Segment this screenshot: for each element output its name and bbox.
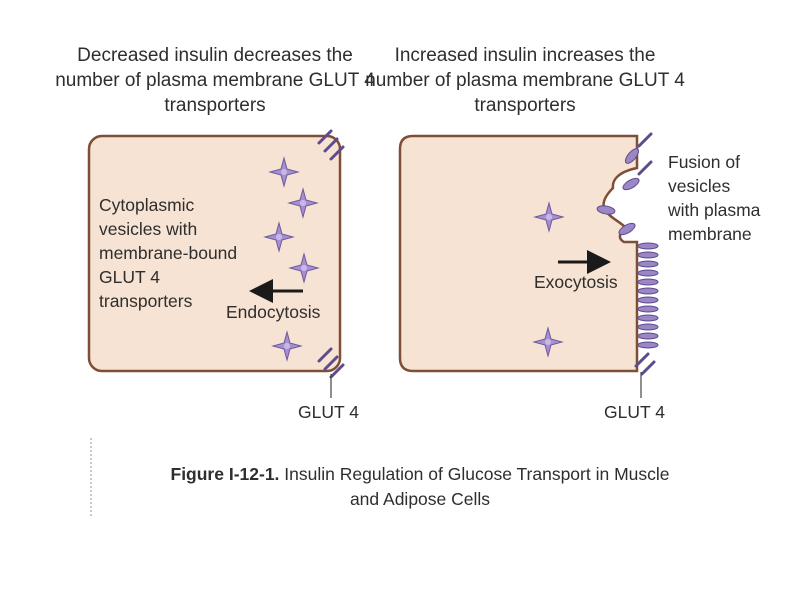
cyto-label-line: vesicles with: [99, 219, 198, 239]
right-membrane-transporters: [634, 242, 659, 376]
left-glut4-label: GLUT 4: [298, 402, 359, 422]
dotted-margin-line: [90, 438, 92, 516]
cyto-label-line: membrane-bound: [99, 243, 238, 263]
right-cell: [398, 134, 639, 373]
fusion-label-line: Fusion of: [668, 152, 740, 172]
left-panel-heading: Decreased insulin decreases the number o…: [55, 45, 375, 116]
figure-number: Figure I-12-1.: [170, 464, 280, 484]
fusion-label: Fusion of vesicles with plasma membrane: [668, 150, 798, 246]
cyto-label-line: Cytoplasmic: [99, 195, 195, 215]
figure-caption: Figure I-12-1. Insulin Regulation of Glu…: [160, 462, 680, 512]
cytoplasmic-vesicles-label: Cytoplasmic vesicles with membrane-bound…: [99, 193, 289, 313]
figure-caption-text: Insulin Regulation of Glucose Transport …: [284, 464, 670, 509]
exocytosis-label: Exocytosis: [534, 272, 618, 292]
fusion-label-line: vesicles: [668, 176, 731, 196]
fusion-label-line: with plasma: [668, 200, 761, 220]
fusion-label-line: membrane: [668, 224, 752, 244]
right-panel-heading: Increased insulin increases the number o…: [365, 45, 685, 116]
left-cell: [87, 134, 342, 373]
right-glut4-label: GLUT 4: [604, 402, 665, 422]
endocytosis-label: Endocytosis: [226, 302, 321, 322]
cyto-label-line: transporters: [99, 291, 193, 311]
right-fusing-vesicles: [596, 132, 653, 236]
cyto-label-line: GLUT 4: [99, 267, 160, 287]
